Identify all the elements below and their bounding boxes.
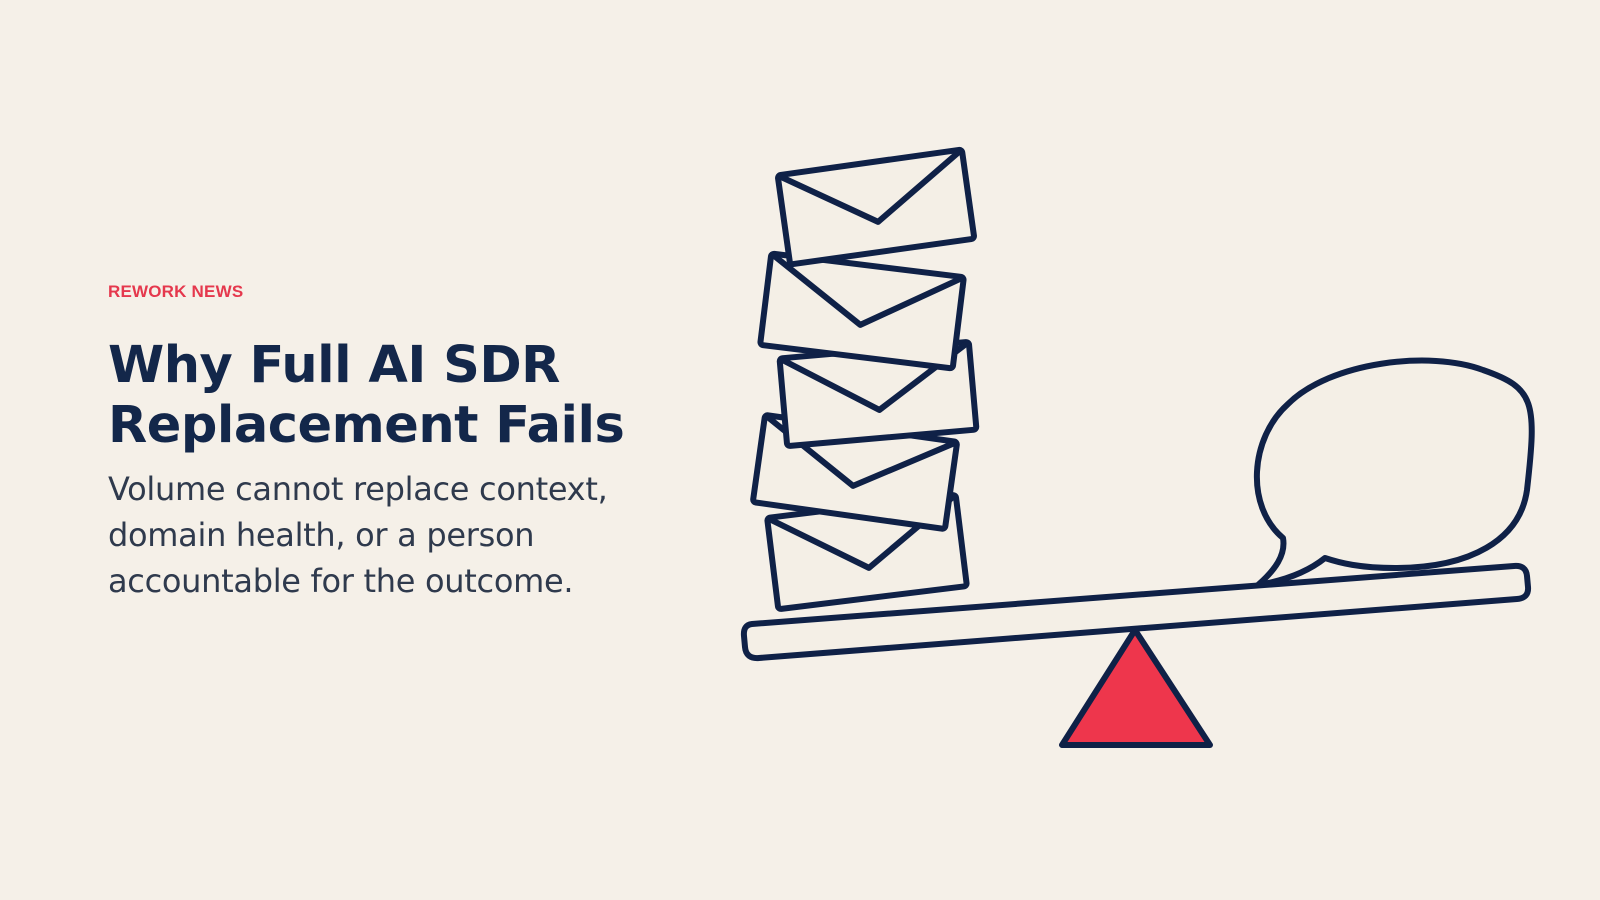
envelope-stack (750, 146, 980, 612)
headline-line-2: Replacement Fails (108, 396, 625, 455)
headline-line-1: Why Full AI SDR (108, 336, 560, 395)
subhead-line-3: accountable for the outcome. (108, 562, 574, 600)
subheadline: Volume cannot replace context, domain he… (108, 466, 668, 604)
article-header: REWORK NEWS Why Full AI SDR Replacement … (108, 282, 668, 604)
subhead-line-2: domain health, or a person (108, 516, 535, 554)
fulcrum-icon (1059, 627, 1213, 748)
subhead-line-1: Volume cannot replace context, (108, 470, 608, 508)
envelope-icon (775, 146, 977, 268)
envelope-icon (757, 250, 967, 372)
speech-bubble-icon (1253, 357, 1535, 588)
seesaw-icon (740, 562, 1532, 662)
page-title: Why Full AI SDR Replacement Fails (108, 336, 668, 456)
kicker-label: REWORK NEWS (108, 282, 244, 301)
